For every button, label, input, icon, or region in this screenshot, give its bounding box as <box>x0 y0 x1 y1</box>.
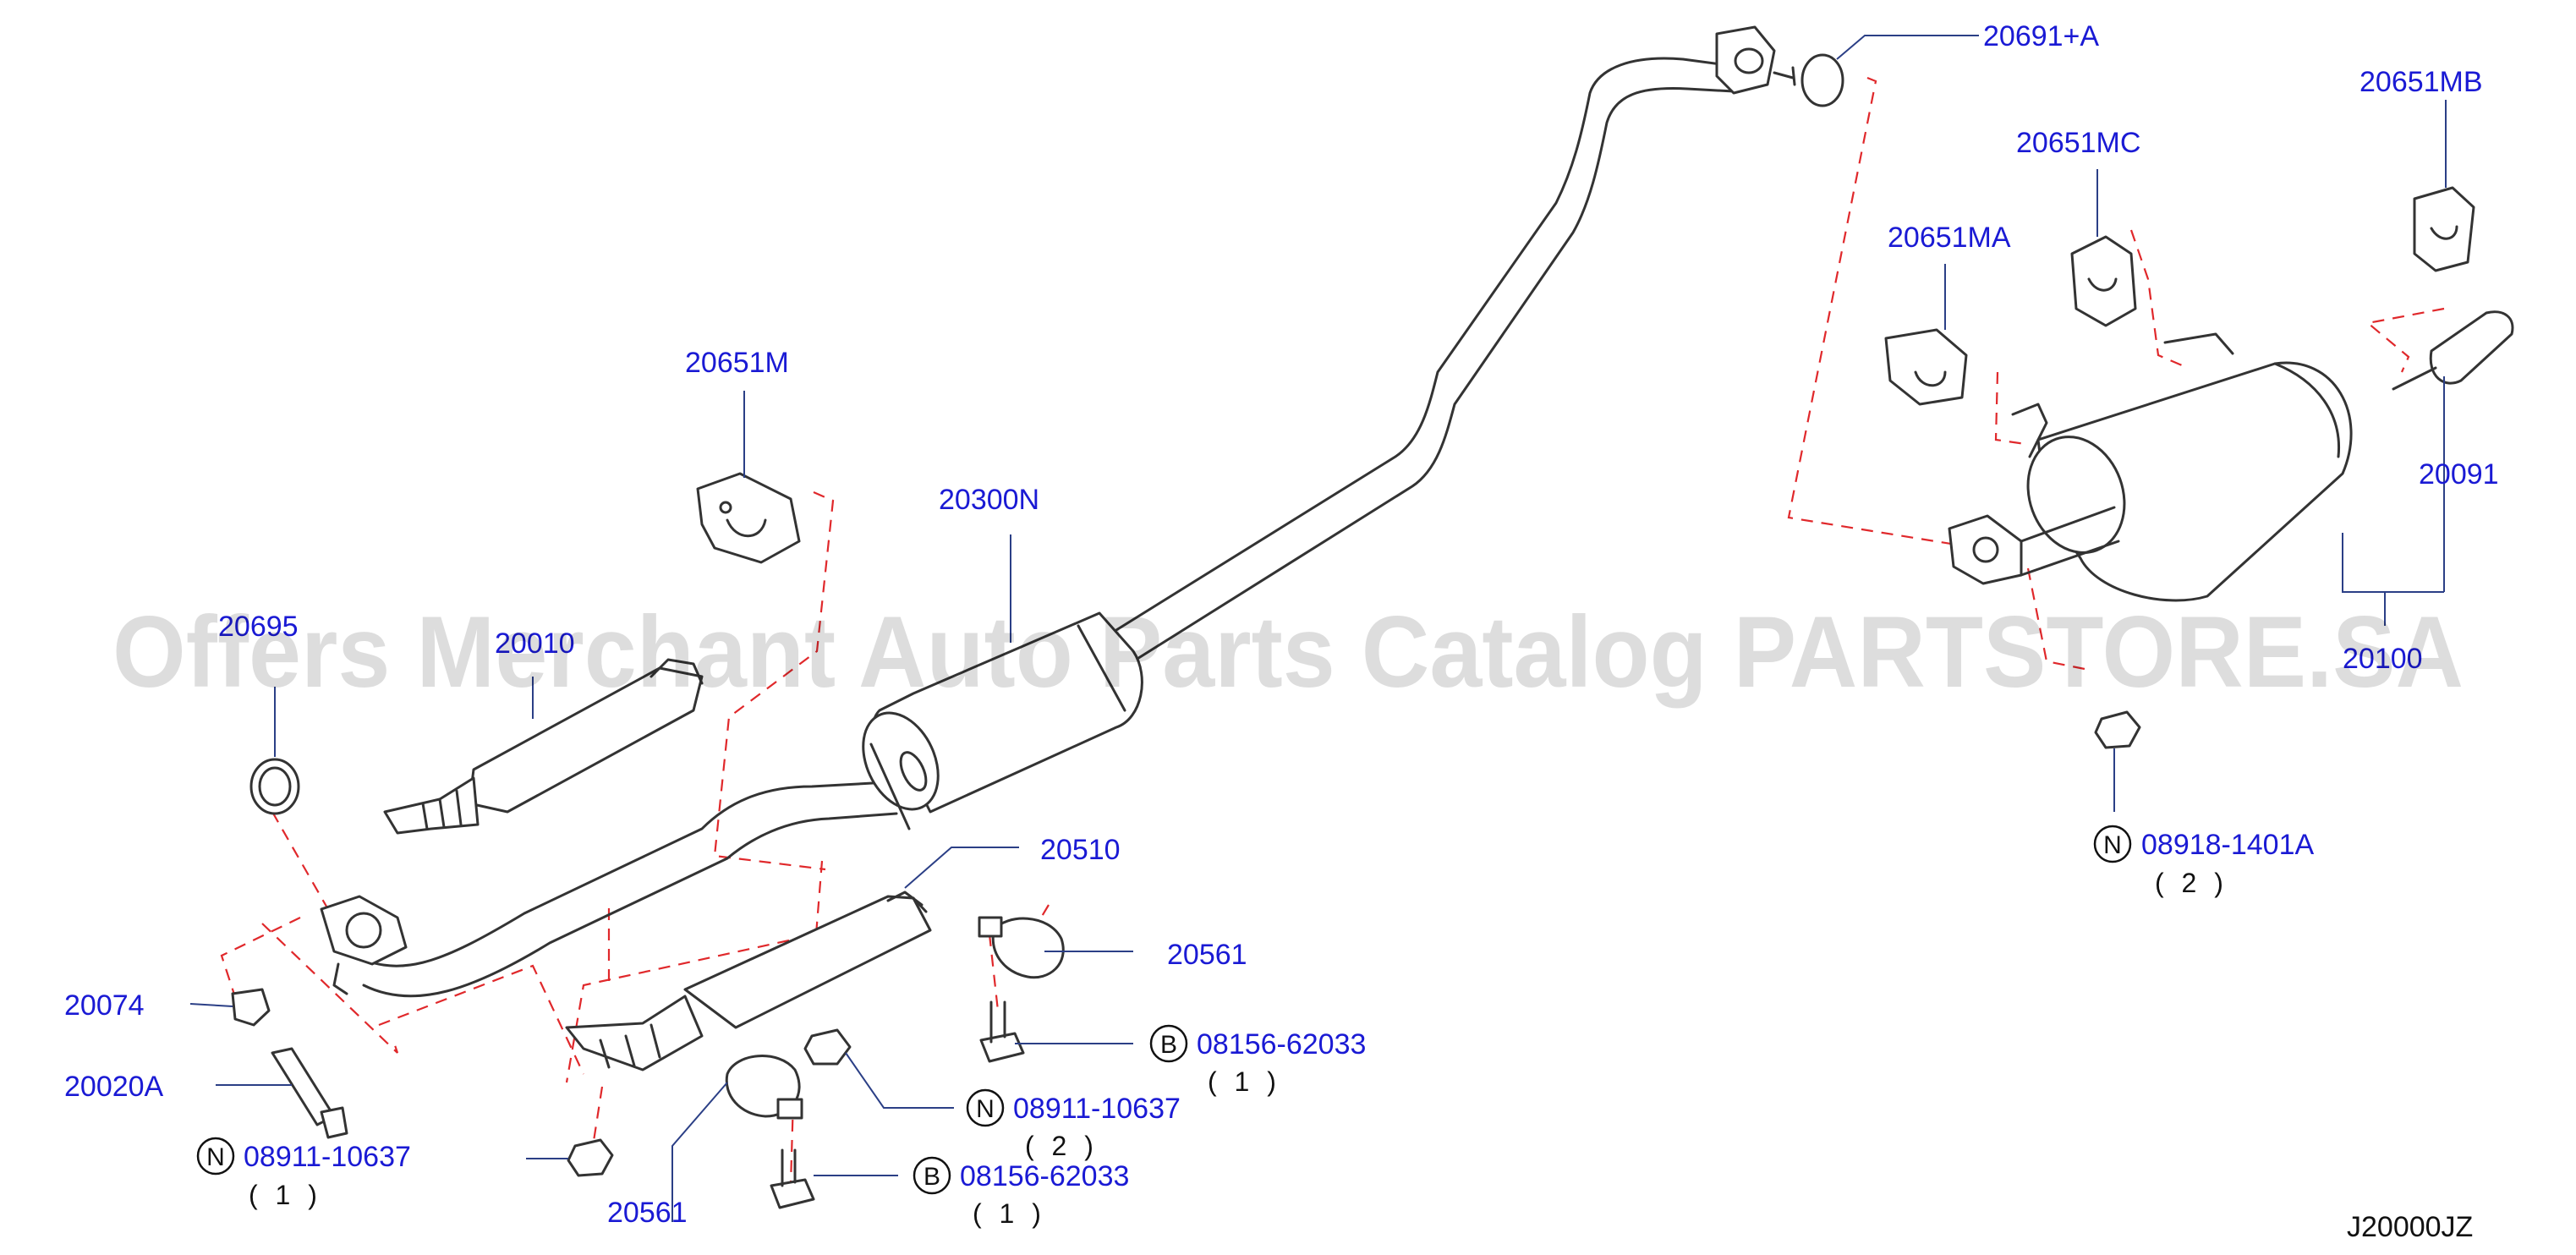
fastener-letter-n-center: N <box>976 1095 995 1123</box>
rubber-mount-20651MC <box>2070 235 2137 327</box>
rear-flange <box>1948 514 2023 585</box>
tail-flange <box>1715 25 1776 95</box>
fastener-part-n-rear[interactable]: 08918-1401A <box>2141 829 2315 861</box>
catalytic-converter-lower <box>683 895 932 1029</box>
callout-20091[interactable]: 20091 <box>2419 458 2499 490</box>
callout-20300n[interactable]: 20300N <box>939 484 1039 516</box>
circle-b-left <box>913 1156 951 1195</box>
oxygen-sensor <box>271 1047 348 1139</box>
fastener-qty-n-rear: ( 2 ) <box>2155 868 2228 898</box>
circle-n-center <box>966 1088 1005 1127</box>
callout-20010[interactable]: 20010 <box>495 628 575 660</box>
callout-20651mc[interactable]: 20651MC <box>2016 127 2140 159</box>
nut-left <box>567 1138 614 1177</box>
callout-20651ma[interactable]: 20651MA <box>1888 222 2011 254</box>
callout-20691-a[interactable]: 20691+A <box>1983 20 2099 52</box>
callout-20651m[interactable]: 20651M <box>685 347 789 379</box>
clamp-right <box>991 917 1065 979</box>
fastener-quantities: ( 2 ) ( 1 ) ( 2 ) ( 1 ) ( 1 ) <box>249 868 2228 1229</box>
fastener-letters: N B N B N <box>206 831 2122 1191</box>
plug <box>231 988 271 1027</box>
rubber-mount-20651M <box>696 472 801 564</box>
circle-n-rear <box>2093 825 2132 863</box>
nut-center <box>803 1028 852 1066</box>
assembly-dash-lines <box>220 76 2445 1185</box>
fastener-part-n-center[interactable]: 08911-10637 <box>1013 1093 1181 1125</box>
fastener-part-n-left[interactable]: 08911-10637 <box>244 1141 411 1173</box>
bolt-left <box>770 1148 815 1209</box>
circle-b-right <box>1149 1024 1188 1063</box>
fastener-letter-n-left: N <box>206 1143 225 1171</box>
fastener-letter-b-left: B <box>924 1163 940 1191</box>
round-gasket <box>1800 53 1844 107</box>
front-flange <box>320 895 408 966</box>
callout-20074[interactable]: 20074 <box>64 989 145 1022</box>
callout-20695[interactable]: 20695 <box>218 611 299 643</box>
fastener-qty-b-right: ( 1 ) <box>1208 1066 1281 1097</box>
callout-20100[interactable]: 20100 <box>2343 643 2423 675</box>
fastener-qty-n-center: ( 2 ) <box>1025 1131 1099 1161</box>
callout-20510[interactable]: 20510 <box>1040 834 1121 866</box>
fastener-qty-b-left: ( 1 ) <box>973 1198 1046 1229</box>
fastener-symbols <box>196 825 2132 1195</box>
callout-20651mb[interactable]: 20651MB <box>2360 66 2483 98</box>
fastener-part-b-right[interactable]: 08156-62033 <box>1197 1028 1366 1060</box>
rubber-mount-20651MB <box>2413 186 2475 272</box>
fastener-qty-n-left: ( 1 ) <box>249 1180 322 1210</box>
callout-20561-left[interactable]: 20561 <box>607 1197 688 1229</box>
bolt-right <box>979 1000 1025 1063</box>
tail-tip <box>2429 310 2514 385</box>
parts-drawing <box>231 25 2514 1209</box>
watermark-text: Offers Merchant Auto Parts Catalog PARTS… <box>112 595 2464 709</box>
tail-pipe <box>1115 57 1735 663</box>
circle-n-left <box>196 1137 235 1176</box>
callout-labels: 20691+A 20651MB 20651MC 20651MA 20651M 2… <box>64 20 2499 1229</box>
callout-20561-right[interactable]: 20561 <box>1167 939 1247 971</box>
leader-lines <box>189 35 2447 1222</box>
rubber-mount-20651MA <box>1884 328 1968 406</box>
fastener-letter-n-rear: N <box>2103 831 2122 859</box>
nut-rear <box>2094 710 2141 749</box>
callout-20020a[interactable]: 20020A <box>64 1071 164 1103</box>
fastener-part-b-left[interactable]: 08156-62033 <box>960 1160 1129 1192</box>
diagram-code: J20000JZ <box>2347 1211 2473 1243</box>
fastener-letter-b-right: B <box>1160 1031 1177 1059</box>
